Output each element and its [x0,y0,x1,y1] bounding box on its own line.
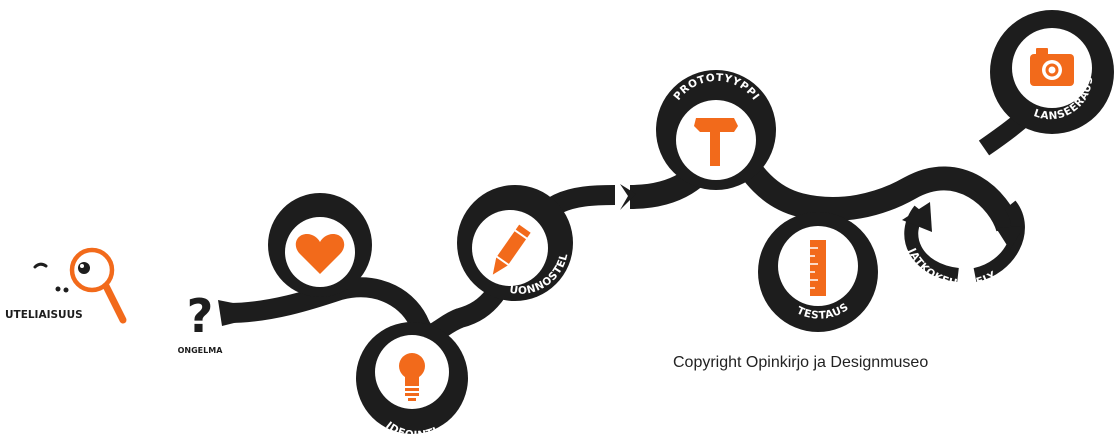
stage-testing: TESTAUS [758,212,878,332]
stage-launch: LANSEERAUS [990,10,1114,134]
problem-label: ONGELMA [178,346,224,355]
problem-marker: ? ONGELMA [178,289,224,355]
ruler-icon [810,240,826,296]
copyright-text: Copyright Opinkirjo ja Designmuseo [673,354,929,371]
camera-icon [1030,48,1074,86]
magnifier-icon [33,247,127,324]
heart-icon [295,234,345,274]
cycle-arrows-icon [902,200,1025,282]
stage-empathy: EMPATIA [268,179,372,297]
hammer-icon [694,118,738,166]
stage-ideation: IDEOINTI [356,322,468,442]
curiosity-marker: UTELIAISUUS [5,247,127,324]
curiosity-label: UTELIAISUUS [5,309,83,321]
pencil-icon [492,224,531,275]
question-mark-icon: ? [187,289,214,343]
lightbulb-icon [399,353,425,401]
stage-prototype: PROTOTYYPPI [656,70,776,190]
